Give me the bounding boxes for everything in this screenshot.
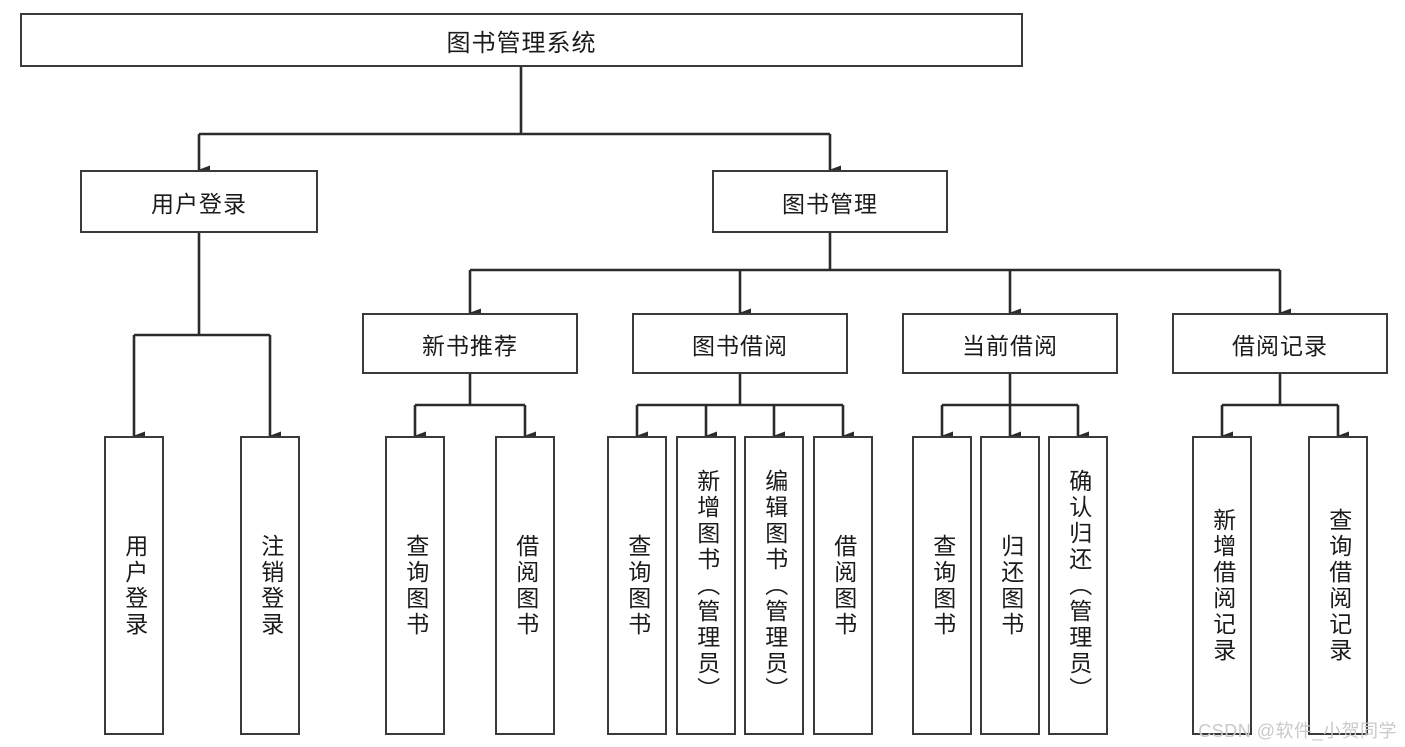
leaf-user-logout[interactable]: 注销登录 xyxy=(240,436,300,735)
leaf-label: 查询图书 xyxy=(624,533,651,638)
node-current-borrow[interactable]: 当前借阅 xyxy=(902,313,1118,374)
leaf-add-borrow-record[interactable]: 新增借阅记录 xyxy=(1192,436,1252,735)
node-root-system[interactable]: 图书管理系统 xyxy=(20,13,1023,67)
leaf-add-book-admin[interactable]: 新增图书（管理员） xyxy=(676,436,736,735)
node-user-login[interactable]: 用户登录 xyxy=(80,170,318,233)
watermark: CSDN @软件_小贺同学 xyxy=(1198,721,1397,741)
leaf-return-book[interactable]: 归还图书 xyxy=(980,436,1040,735)
leaf-label: 借阅图书 xyxy=(512,533,539,638)
leaf-query-book[interactable]: 查询图书 xyxy=(607,436,667,735)
node-new-book-recommend[interactable]: 新书推荐 xyxy=(362,313,578,374)
leaf-label: 查询借阅记录 xyxy=(1325,507,1352,664)
node-label: 图书借阅 xyxy=(692,332,788,359)
leaf-query-book-recommend[interactable]: 查询图书 xyxy=(385,436,445,735)
leaf-label: 查询图书 xyxy=(929,533,956,638)
node-label: 借阅记录 xyxy=(1232,332,1328,359)
leaf-label: 新增图书（管理员） xyxy=(693,468,720,703)
leaf-borrow-book-recommend[interactable]: 借阅图书 xyxy=(495,436,555,735)
node-label: 图书管理系统 xyxy=(446,29,597,57)
leaf-edit-book-admin[interactable]: 编辑图书（管理员） xyxy=(744,436,804,735)
leaf-user-login[interactable]: 用户登录 xyxy=(104,436,164,735)
node-label: 图书管理 xyxy=(782,190,878,217)
node-label: 用户登录 xyxy=(151,190,247,217)
leaf-label: 编辑图书（管理员） xyxy=(761,468,788,703)
node-label: 当前借阅 xyxy=(962,332,1058,359)
leaf-label: 用户登录 xyxy=(121,533,148,638)
node-label: 新书推荐 xyxy=(422,332,518,359)
leaf-label: 查询图书 xyxy=(402,533,429,638)
node-book-borrow[interactable]: 图书借阅 xyxy=(632,313,848,374)
leaf-label: 新增借阅记录 xyxy=(1209,507,1236,664)
node-borrow-record[interactable]: 借阅记录 xyxy=(1172,313,1388,374)
leaf-label: 确认归还（管理员） xyxy=(1065,468,1092,703)
leaf-label: 借阅图书 xyxy=(830,533,857,638)
leaf-query-borrow-record[interactable]: 查询借阅记录 xyxy=(1308,436,1368,735)
leaf-borrow-book[interactable]: 借阅图书 xyxy=(813,436,873,735)
leaf-query-book-current[interactable]: 查询图书 xyxy=(912,436,972,735)
leaf-label: 注销登录 xyxy=(257,533,284,638)
leaf-label: 归还图书 xyxy=(997,533,1024,638)
leaf-confirm-return-admin[interactable]: 确认归还（管理员） xyxy=(1048,436,1108,735)
node-book-management[interactable]: 图书管理 xyxy=(712,170,948,233)
